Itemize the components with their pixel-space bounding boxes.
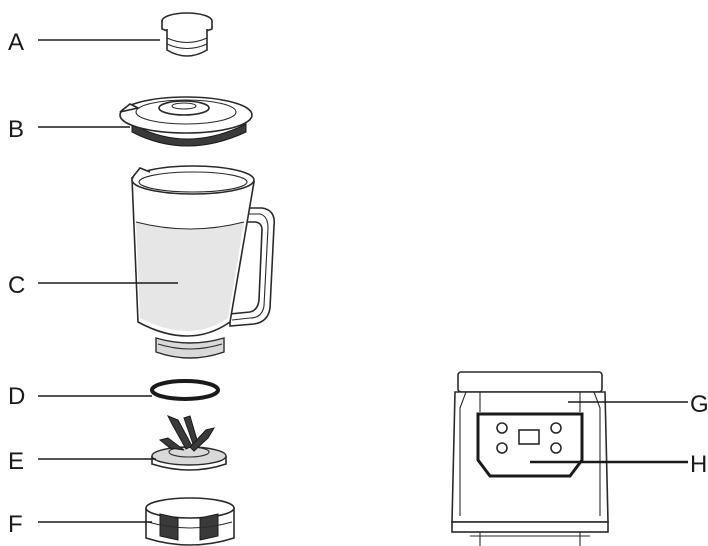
part-b-lid [119,96,253,147]
part-e-blade-assembly [151,415,227,471]
label-f: F [8,511,23,538]
part-a-measuring-cap [161,12,213,57]
part-h-control-panel [476,412,584,478]
label-c: C [8,272,25,299]
label-e: E [8,448,24,475]
label-h: H [690,451,707,478]
part-c-jar [131,165,276,359]
label-b: B [8,116,24,143]
label-g: G [690,391,708,418]
label-d: D [8,383,25,410]
label-a: A [8,29,24,56]
part-d-sealing-ring [150,379,220,401]
part-f-blade-base [145,497,235,546]
